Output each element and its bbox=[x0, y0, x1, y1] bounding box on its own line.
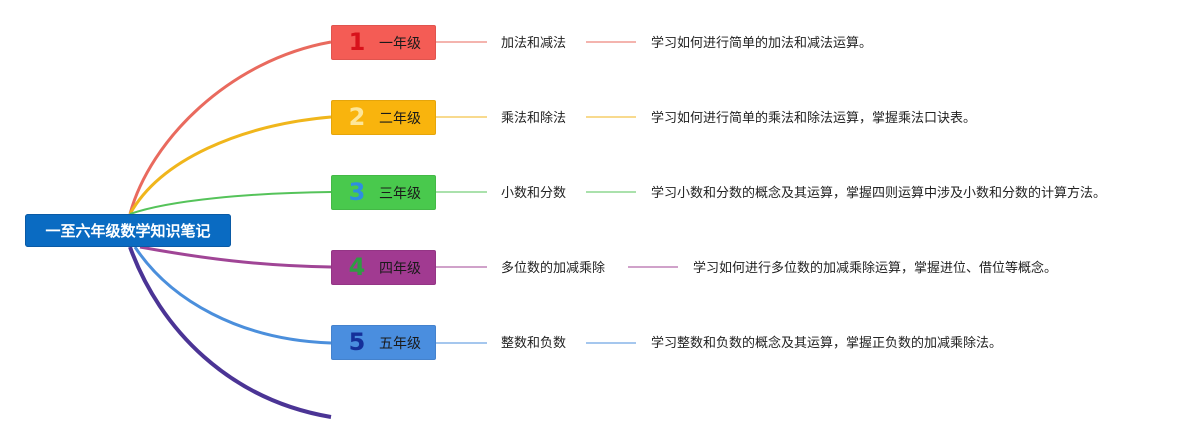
branch-curve-1 bbox=[128, 40, 332, 215]
branch-curve-4 bbox=[139, 245, 332, 269]
grade-node-4[interactable]: 4 四年级 bbox=[331, 250, 436, 285]
grade-node-2[interactable]: 2 二年级 bbox=[331, 100, 436, 135]
topic-3[interactable]: 小数和分数 bbox=[501, 186, 567, 201]
description-4[interactable]: 学习如何进行多位数的加减乘除运算，掌握进位、借位等概念。 bbox=[693, 261, 1058, 276]
grade-node-3[interactable]: 3 三年级 bbox=[331, 175, 436, 210]
branch-curve-3 bbox=[129, 191, 332, 215]
grade-node-5[interactable]: 5 五年级 bbox=[331, 325, 436, 360]
grade-label-2: 二年级 bbox=[379, 110, 421, 127]
grade-number-1: 1 bbox=[348, 28, 366, 56]
branch-curve-6 bbox=[128, 246, 332, 419]
root-title: 一至六年级数学知识笔记 bbox=[45, 222, 211, 240]
topic-1[interactable]: 加法和减法 bbox=[501, 36, 567, 51]
grade-label-4: 四年级 bbox=[379, 260, 421, 277]
grade-node-1[interactable]: 1 一年级 bbox=[331, 25, 436, 60]
branch-curve-2 bbox=[128, 115, 332, 215]
topic-2[interactable]: 乘法和除法 bbox=[501, 111, 567, 126]
grade-number-4: 4 bbox=[348, 253, 366, 281]
topic-4[interactable]: 多位数的加减乘除 bbox=[501, 261, 606, 276]
description-5[interactable]: 学习整数和负数的概念及其运算，掌握正负数的加减乘除法。 bbox=[651, 336, 1003, 351]
grade-label-5: 五年级 bbox=[379, 335, 421, 352]
description-3[interactable]: 学习小数和分数的概念及其运算，掌握四则运算中涉及小数和分数的计算方法。 bbox=[651, 186, 1107, 201]
grade-label-3: 三年级 bbox=[379, 185, 421, 202]
description-1[interactable]: 学习如何进行简单的加法和减法运算。 bbox=[651, 36, 873, 51]
branch-curve-5 bbox=[133, 246, 332, 345]
description-2[interactable]: 学习如何进行简单的乘法和除法运算，掌握乘法口诀表。 bbox=[651, 111, 977, 126]
topic-5[interactable]: 整数和负数 bbox=[501, 336, 567, 351]
grade-label-1: 一年级 bbox=[379, 35, 421, 52]
grade-number-5: 5 bbox=[348, 328, 366, 356]
root-node[interactable]: 一至六年级数学知识笔记 bbox=[25, 214, 231, 247]
grade-number-3: 3 bbox=[348, 178, 366, 206]
grade-number-2: 2 bbox=[348, 103, 366, 131]
